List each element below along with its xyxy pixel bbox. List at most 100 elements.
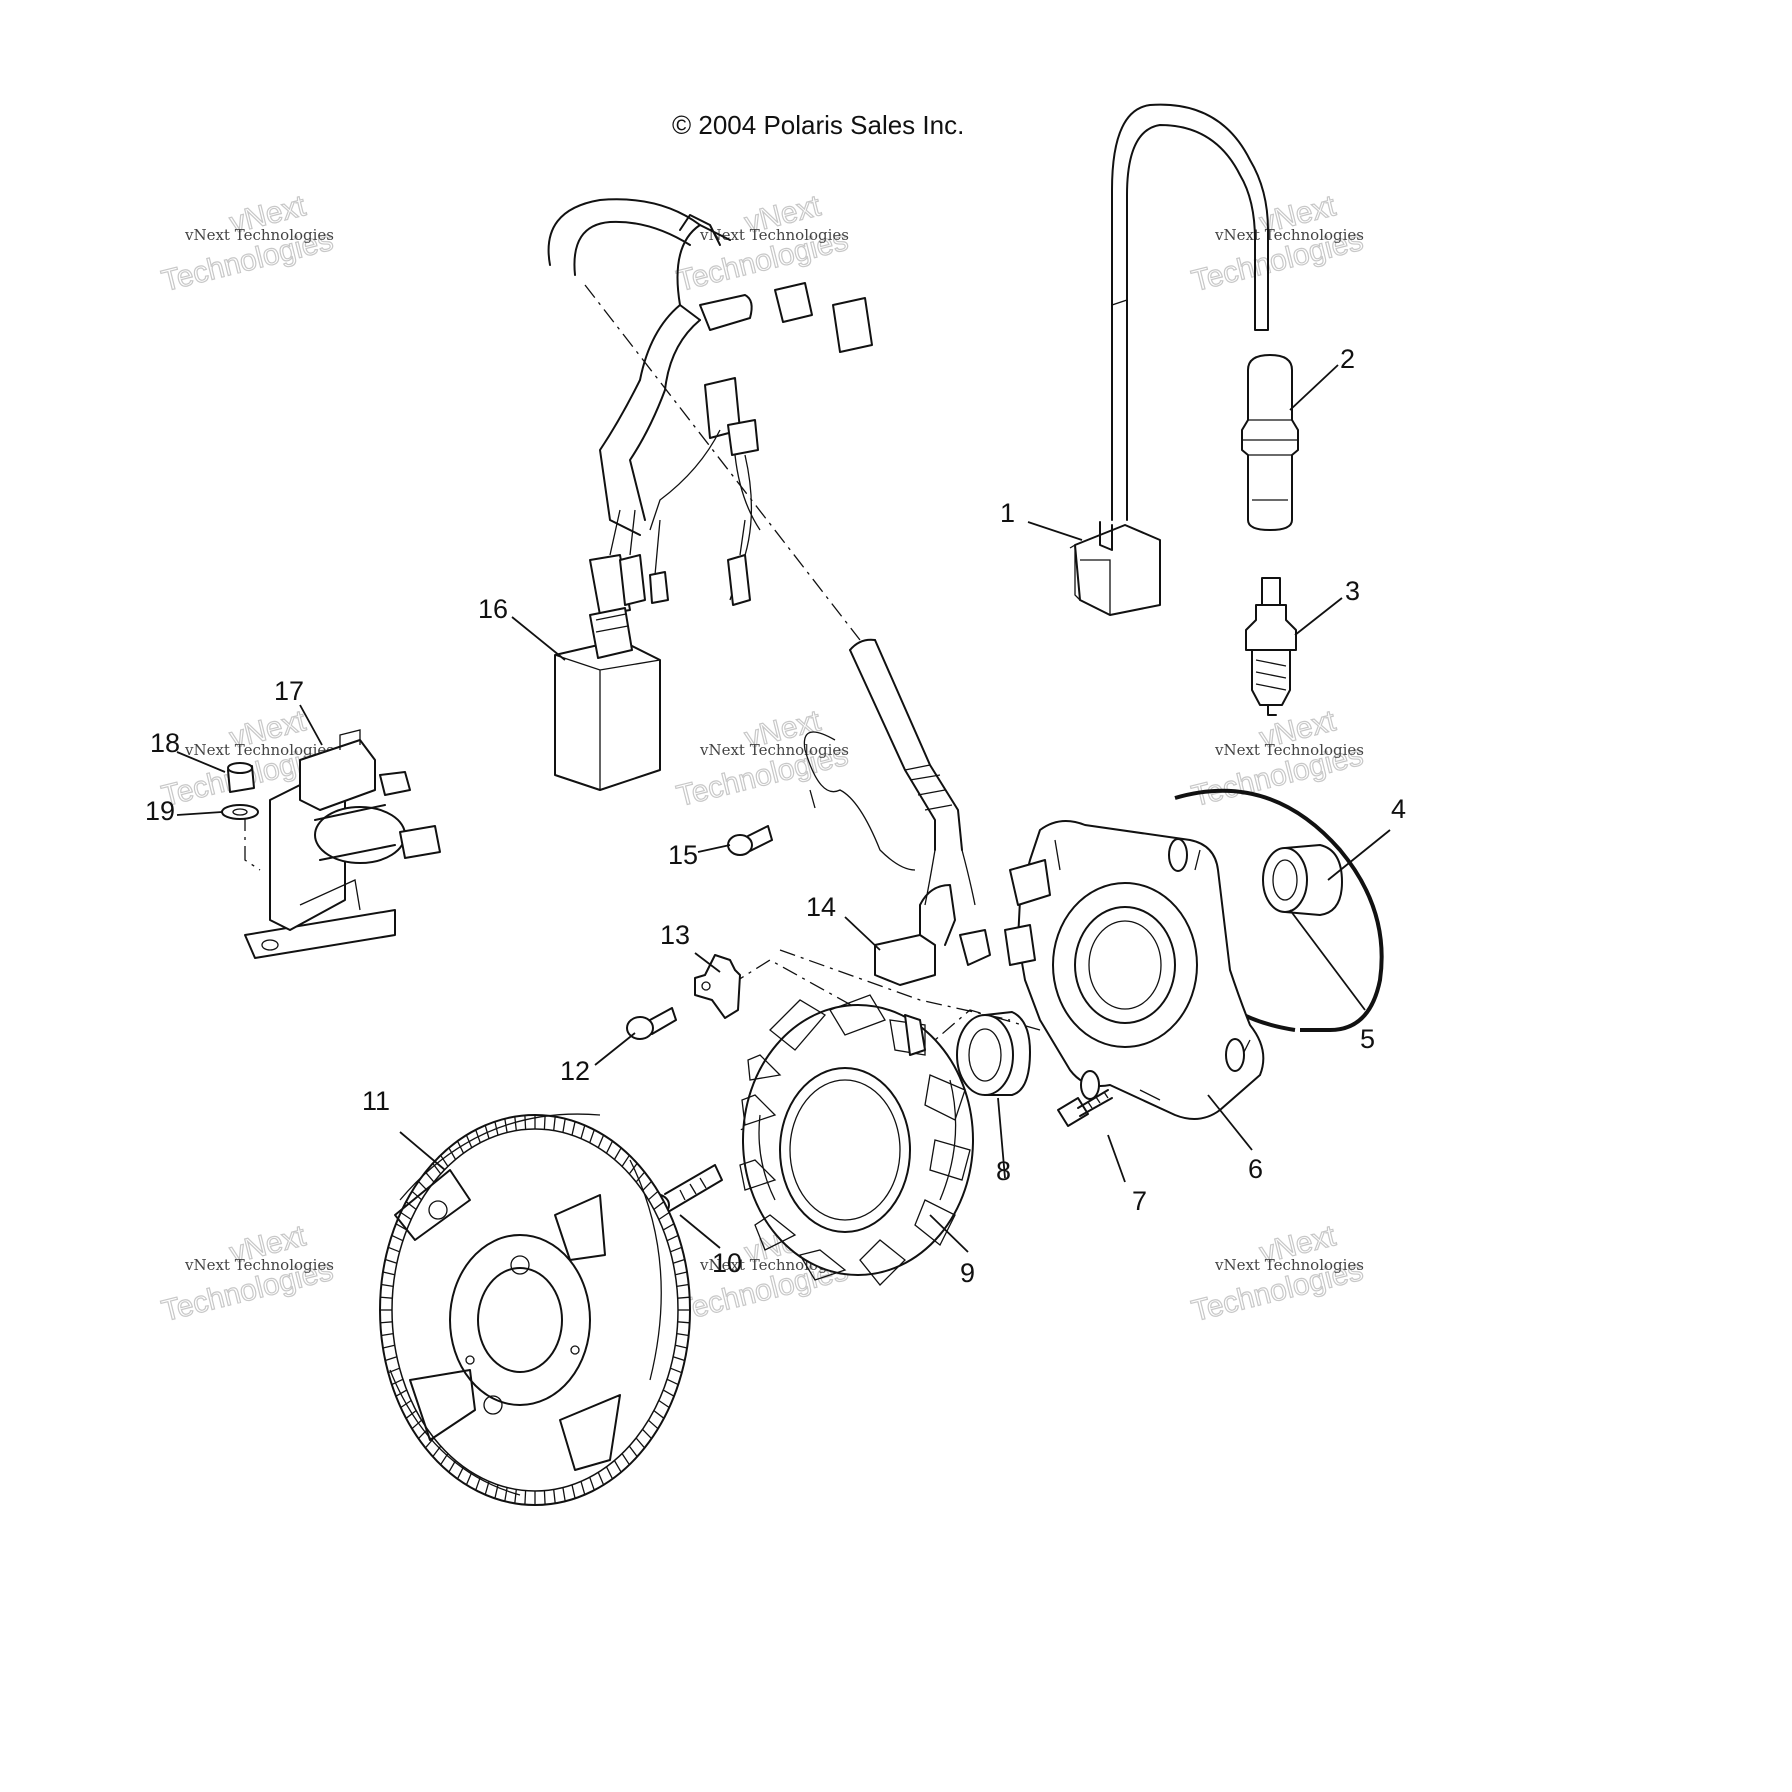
gear-tooth: [391, 1234, 404, 1242]
gear-tooth: [391, 1378, 404, 1386]
gear-tooth: [675, 1344, 688, 1349]
gear-tooth: [465, 1472, 473, 1486]
watermark: vNext Technologies vNext Technologies: [673, 704, 852, 814]
stator-plate: [1004, 820, 1265, 1120]
callout-3: 3: [1345, 576, 1360, 606]
centerlines: [244, 284, 1041, 1131]
gear-tooth: [580, 1481, 586, 1495]
callout-13: 13: [660, 920, 690, 950]
gear-tooth: [411, 1190, 423, 1201]
callout-6: 6: [1248, 1154, 1263, 1184]
wire-harness: [547, 198, 873, 616]
gear-tooth: [380, 1296, 393, 1299]
gear-tooth: [387, 1246, 400, 1253]
gear-tooth: [677, 1321, 690, 1324]
gear-tooth: [589, 1129, 595, 1144]
gear-tooth: [653, 1410, 665, 1419]
gear-tooth: [387, 1367, 400, 1374]
watermark: vNext Technologies vNext Technologies: [1188, 189, 1367, 299]
gear-tooth: [395, 1389, 408, 1397]
callout-17: 17: [274, 676, 304, 706]
gear-tooth: [613, 1460, 622, 1473]
callout-4: 4: [1391, 794, 1406, 824]
gear-tooth: [662, 1389, 675, 1397]
gear-tooth: [672, 1258, 685, 1264]
gear-tooth: [553, 1116, 556, 1131]
gear-tooth: [666, 1378, 679, 1386]
gear-tooth: [647, 1190, 659, 1201]
copyright-text: © 2004 Polaris Sales Inc.: [672, 110, 964, 140]
gear-tooth: [658, 1399, 670, 1409]
svg-text:vNext Technologies: vNext Technologies: [184, 741, 334, 759]
callout-16: 16: [478, 594, 508, 624]
main-cable: [803, 638, 976, 906]
gear-tooth: [571, 1121, 576, 1136]
svg-text:vNext Technologies: vNext Technologies: [1214, 226, 1364, 244]
callout-10: 10: [712, 1248, 742, 1278]
gear-tooth: [385, 1258, 398, 1264]
gear-tooth: [440, 1154, 449, 1167]
bracket-13: [694, 954, 741, 1019]
gear-tooth: [432, 1445, 442, 1457]
gear-tooth: [605, 1466, 614, 1480]
gear-tooth: [484, 1481, 490, 1495]
washer-19: [221, 804, 259, 820]
oil-seal-upper: [1262, 844, 1343, 916]
gear-tooth: [475, 1129, 481, 1144]
gear-tooth: [543, 1490, 546, 1505]
svg-text:vNext Technologies: vNext Technologies: [699, 226, 849, 244]
watermark: vNext Technologies vNext Technologies: [673, 189, 852, 299]
gear-tooth: [440, 1453, 449, 1466]
callout-9: 9: [960, 1258, 975, 1288]
gear-tooth: [597, 1134, 605, 1148]
svg-text:vNext Technologies: vNext Technologies: [184, 226, 334, 244]
gear-tooth: [381, 1283, 394, 1288]
gear-tooth: [553, 1489, 556, 1504]
oil-seal-lower: [956, 1011, 1031, 1096]
gear-tooth: [562, 1487, 566, 1502]
gear-tooth: [672, 1356, 685, 1362]
callout-18: 18: [150, 728, 180, 758]
callout-11: 11: [362, 1086, 390, 1116]
bolt-7: [1057, 1089, 1113, 1127]
gear-tooth: [385, 1356, 398, 1362]
gear-tooth: [580, 1125, 586, 1139]
gear-tooth: [635, 1437, 646, 1449]
gear-tooth: [456, 1140, 465, 1154]
gear-tooth: [382, 1271, 395, 1276]
gear-tooth: [543, 1115, 546, 1130]
gear-tooth: [465, 1134, 473, 1148]
gear-tooth: [400, 1399, 412, 1409]
gear-tooth: [448, 1460, 457, 1473]
gear-tooth: [635, 1171, 646, 1183]
gear-tooth: [642, 1428, 652, 1440]
gear-tooth: [605, 1140, 614, 1154]
gear-tooth: [424, 1437, 435, 1449]
gear-tooth: [448, 1147, 457, 1160]
svg-text:vNext Technologies: vNext Technologies: [1214, 1256, 1364, 1274]
svg-text:vNext Technologies: vNext Technologies: [699, 741, 849, 759]
gear-tooth: [405, 1201, 417, 1210]
callout-5: 5: [1360, 1024, 1375, 1054]
gear-tooth: [382, 1344, 395, 1349]
gear-tooth: [475, 1476, 481, 1491]
gear-tooth: [494, 1121, 499, 1136]
watermark: vNext Technologies vNext Technologies: [158, 189, 337, 299]
bushing-18: [227, 762, 255, 793]
gear-tooth: [432, 1163, 442, 1175]
callout-8: 8: [996, 1156, 1011, 1186]
gear-tooth: [484, 1125, 490, 1139]
callout-14: 14: [806, 892, 836, 922]
gear-tooth: [524, 1115, 527, 1130]
starter-solenoid: [244, 729, 441, 959]
gear-tooth: [662, 1223, 675, 1231]
cdi-module: [554, 607, 661, 791]
callout-15: 15: [668, 840, 698, 870]
gear-tooth: [571, 1484, 576, 1499]
gear-tooth: [621, 1453, 630, 1466]
callout-12: 12: [560, 1056, 590, 1086]
callout-numbers: 1 2 3 4 5 6 7 8 9 10 11 12 13 14 15 16 1…: [145, 344, 1406, 1288]
gear-tooth: [658, 1211, 670, 1221]
gear-tooth: [456, 1466, 465, 1480]
